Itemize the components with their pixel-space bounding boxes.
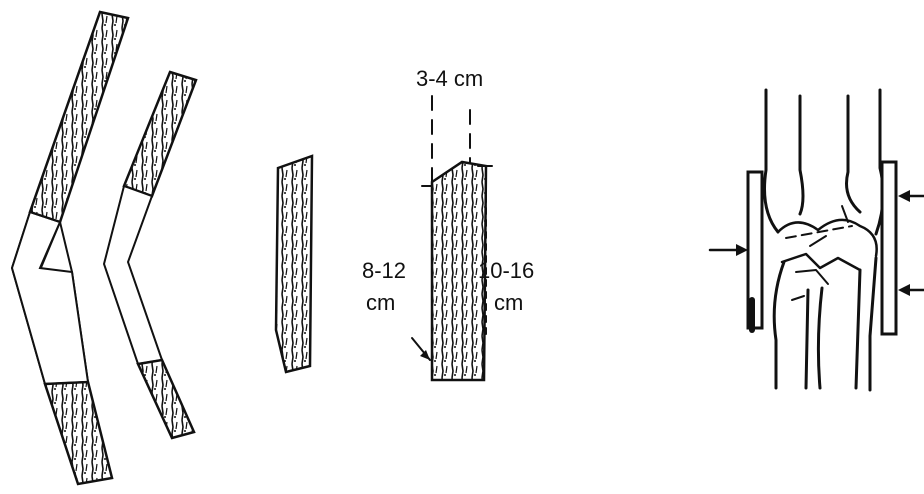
large-splint-upper-wood [28, 10, 130, 224]
width-label: 3-4 cm [416, 66, 483, 91]
straight-splint [274, 154, 314, 374]
knee-right-splint [880, 160, 898, 336]
large-splint-lower-wood [43, 380, 114, 486]
small-splint-lower-wood [136, 358, 196, 440]
pressure-arrow-right-lower [898, 284, 924, 296]
measured-splint [411, 95, 493, 382]
long-side-value-label: 10-16 [478, 258, 534, 283]
short-side-value-label: 8-12 [362, 258, 406, 283]
pressure-arrow-left [708, 244, 748, 256]
pressure-arrow-right-upper [898, 190, 924, 202]
large-angled-splint [10, 10, 130, 486]
knee-joint-illustration [708, 88, 924, 392]
small-splint-upper-wood [122, 70, 198, 198]
small-angled-splint [102, 70, 198, 440]
short-side-unit-label: cm [366, 290, 395, 315]
long-side-unit-label: cm [494, 290, 523, 315]
small-splint-padding [102, 184, 164, 366]
